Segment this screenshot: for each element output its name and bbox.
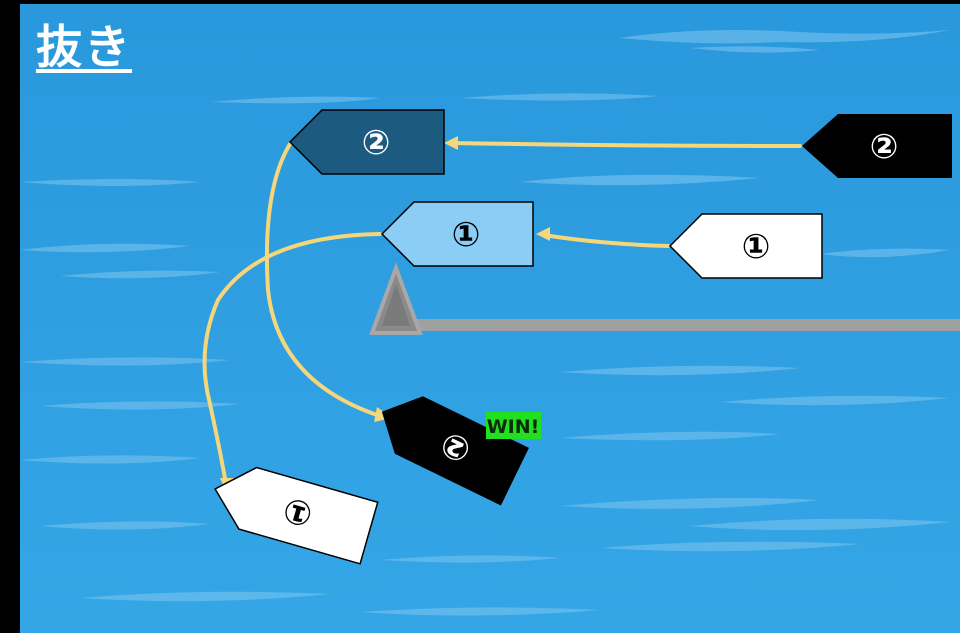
boat-1-mid-number: ① (452, 215, 481, 255)
boat-1-finish: ① (214, 466, 379, 565)
path-boat1-straight (542, 233, 670, 248)
boat-2-mid-number: ② (362, 123, 391, 163)
page-title: 抜き (36, 20, 132, 74)
boat-2-mid: ② (288, 109, 445, 175)
boat-2-finish: ② (381, 396, 529, 506)
arrowhead-boat1-straight (536, 227, 550, 241)
win-badge: WIN! (486, 412, 541, 439)
win-label: WIN! (487, 416, 540, 438)
buoy-mark (369, 262, 423, 335)
path-boat2-turn (264, 142, 382, 418)
course-line (400, 319, 960, 331)
boat-2-start: ② (802, 114, 952, 178)
path-boat2-straight (450, 141, 802, 148)
boat-1-start: ① (668, 213, 823, 279)
wave-streaks (20, 30, 950, 616)
boat-2-start-number: ② (870, 127, 899, 167)
boat-1-start-number: ① (742, 227, 771, 267)
path-boat1-turn (202, 232, 382, 486)
arrowhead-boat2-straight (444, 136, 458, 150)
path-lines (202, 141, 802, 486)
boat-1-mid: ① (380, 201, 534, 267)
